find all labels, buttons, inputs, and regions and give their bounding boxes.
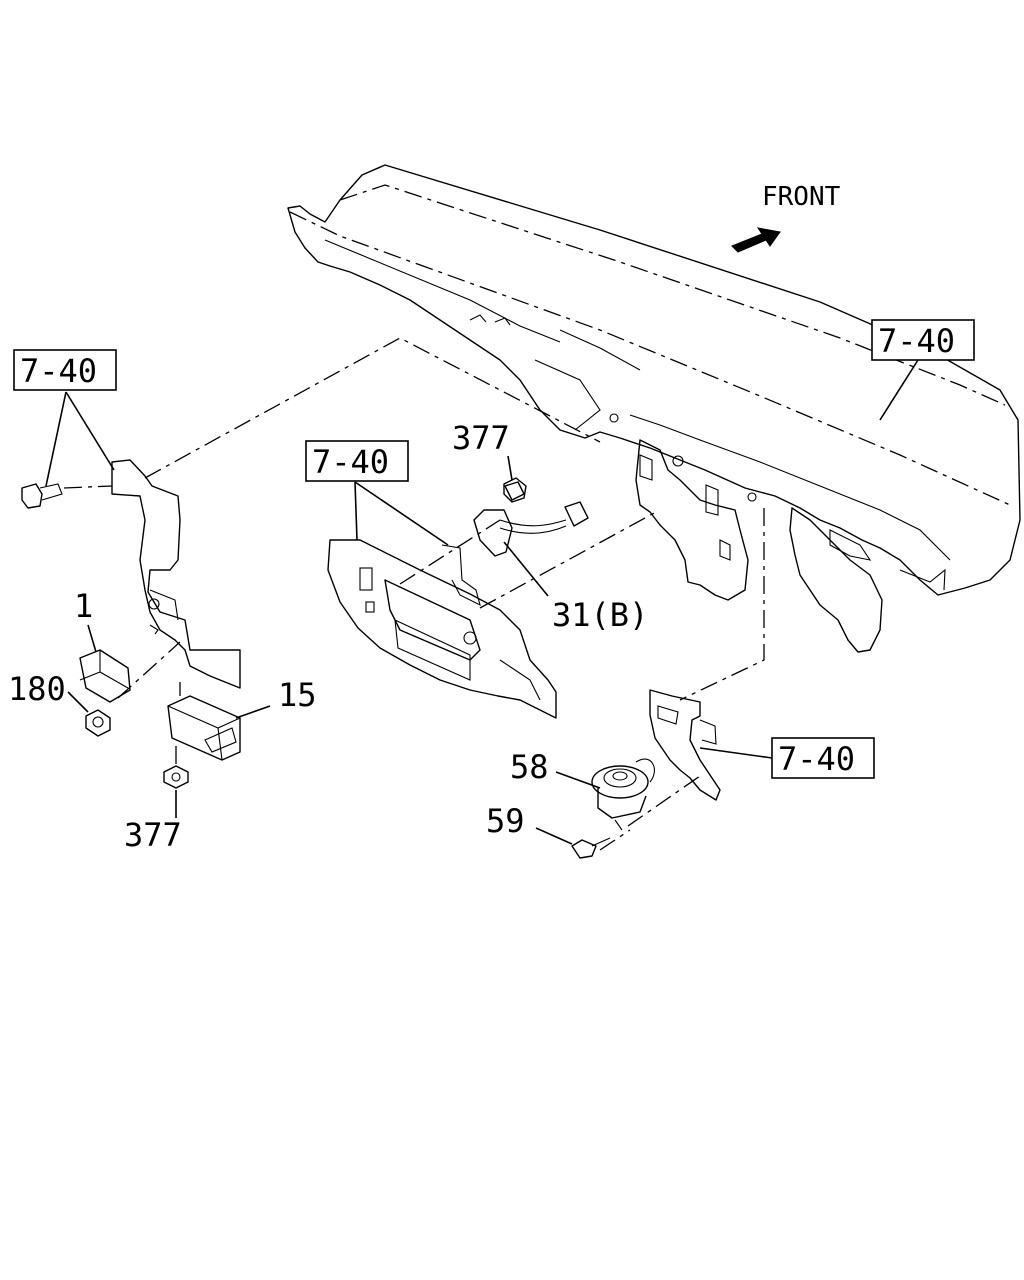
center-bezel-panel (327, 539, 557, 719)
horn-58 (591, 758, 655, 831)
callout-1: 1 (74, 587, 93, 625)
leader-lines (45, 359, 919, 845)
ref-label-center: 7-40 (312, 443, 389, 481)
control-unit-15 (167, 695, 241, 761)
bolt-icon (21, 483, 63, 509)
right-bracket (649, 689, 721, 801)
ref-label-top-right: 7-40 (878, 322, 955, 360)
front-label: FRONT (762, 182, 841, 212)
bracket-31b (441, 481, 589, 607)
callout-58: 58 (510, 748, 549, 786)
panel-lower-brackets (635, 439, 946, 653)
ref-box-top-left: 7-40 (13, 349, 117, 391)
ref-box-top-right: 7-40 (871, 319, 975, 361)
screw-59-icon (571, 837, 611, 859)
left-bracket (111, 459, 241, 689)
ref-label-top-left: 7-40 (20, 352, 97, 390)
ref-label-bottom-right: 7-40 (778, 740, 855, 778)
instrument-panel-body (287, 164, 1021, 596)
ref-box-bottom-right: 7-40 (771, 737, 875, 779)
callout-377-bottom: 377 (124, 816, 182, 854)
connector-lines (63, 337, 765, 851)
callout-180: 180 (8, 670, 66, 708)
relay-1 (79, 649, 131, 703)
ref-box-center: 7-40 (305, 440, 409, 482)
callout-377-top: 377 (452, 419, 510, 457)
callout-31b: 31(B) (552, 596, 648, 634)
nut-377-top-icon (503, 477, 527, 503)
callout-59: 59 (486, 802, 525, 840)
nut-180-icon (85, 709, 111, 737)
front-arrow-icon (731, 227, 781, 253)
callout-15: 15 (278, 676, 317, 714)
nut-377-bottom-icon (163, 765, 189, 789)
